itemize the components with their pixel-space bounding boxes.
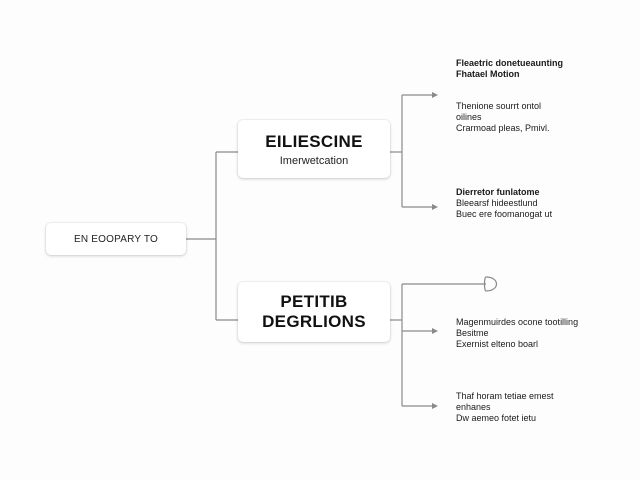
- branch-node-b: PETITIB DEGRLIONS: [238, 282, 390, 342]
- branch-b-title-line-2: DEGRLIONS: [262, 312, 366, 331]
- root-node: EN EOOPARY TO: [46, 223, 186, 255]
- leaf-3-line-3: Buec ere foomanogat ut: [456, 209, 553, 219]
- leaf-1-line-2: Fhatael Motion: [456, 69, 520, 79]
- leaf-4-line-3: Exernist elteno boarl: [456, 339, 539, 349]
- arrowhead-leaf-5: [432, 403, 438, 409]
- leaf-4-line-1: Magenmuirdes ocone tootilling: [456, 317, 579, 327]
- leaf-5-line-3: Dw aemeo fotet ietu: [456, 413, 537, 423]
- leaf-node-3: Dierretor funlatome Bleearsf hideestlund…: [456, 187, 626, 220]
- connector-loop-end: [483, 276, 498, 292]
- leaf-2-line-1: Thenione sourrt ontol: [456, 101, 542, 111]
- leaf-node-1: Fleaetric donetueaunting Fhatael Motion: [456, 58, 626, 80]
- leaf-1-line-1: Fleaetric donetueaunting: [456, 58, 564, 68]
- branch-a-title: EILIESCINE: [265, 131, 363, 151]
- branch-a-subtitle: Imerwetcation: [279, 154, 349, 167]
- leaf-4-line-2: Besitme: [456, 328, 489, 338]
- leaf-2-line-2: oilines: [456, 112, 482, 122]
- leaf-node-5: Thaf horam tetiae emest enhanes Dw aemeo…: [456, 391, 626, 424]
- arrowhead-leaf-3: [432, 204, 438, 210]
- leaf-3-line-1: Dierretor funlatome: [456, 187, 540, 197]
- leaf-node-2: Thenione sourrt ontol oilines Crarmoad p…: [456, 101, 626, 134]
- leaf-node-4: Magenmuirdes ocone tootilling Besitme Ex…: [456, 317, 626, 350]
- branch-node-a: EILIESCINE Imerwetcation: [238, 120, 390, 178]
- branch-b-title-line-1: PETITIB: [280, 292, 348, 311]
- leaf-5-line-1: Thaf horam tetiae emest: [456, 391, 554, 401]
- root-node-label: EN EOOPARY TO: [74, 233, 158, 245]
- leaf-3-line-2: Bleearsf hideestlund: [456, 198, 538, 208]
- leaf-2-line-3: Crarmoad pleas, Pmivl.: [456, 123, 550, 133]
- leaf-5-line-2: enhanes: [456, 402, 491, 412]
- arrowhead-leaf-2: [432, 92, 438, 98]
- arrowhead-leaf-4: [432, 328, 438, 334]
